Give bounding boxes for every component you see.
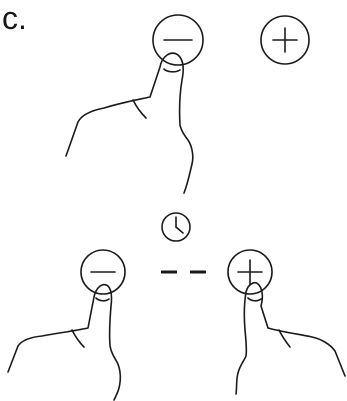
bottom-left-pointing-hand-icon bbox=[8, 285, 120, 400]
clock-icon bbox=[162, 213, 190, 241]
bottom-plus-button-icon bbox=[228, 250, 272, 294]
bottom-right-pointing-hand-icon bbox=[236, 283, 345, 394]
top-minus-button-icon bbox=[153, 15, 203, 65]
top-pointing-hand-icon bbox=[66, 53, 193, 193]
top-plus-button-icon bbox=[261, 16, 309, 64]
bottom-minus-button-icon bbox=[81, 250, 125, 294]
